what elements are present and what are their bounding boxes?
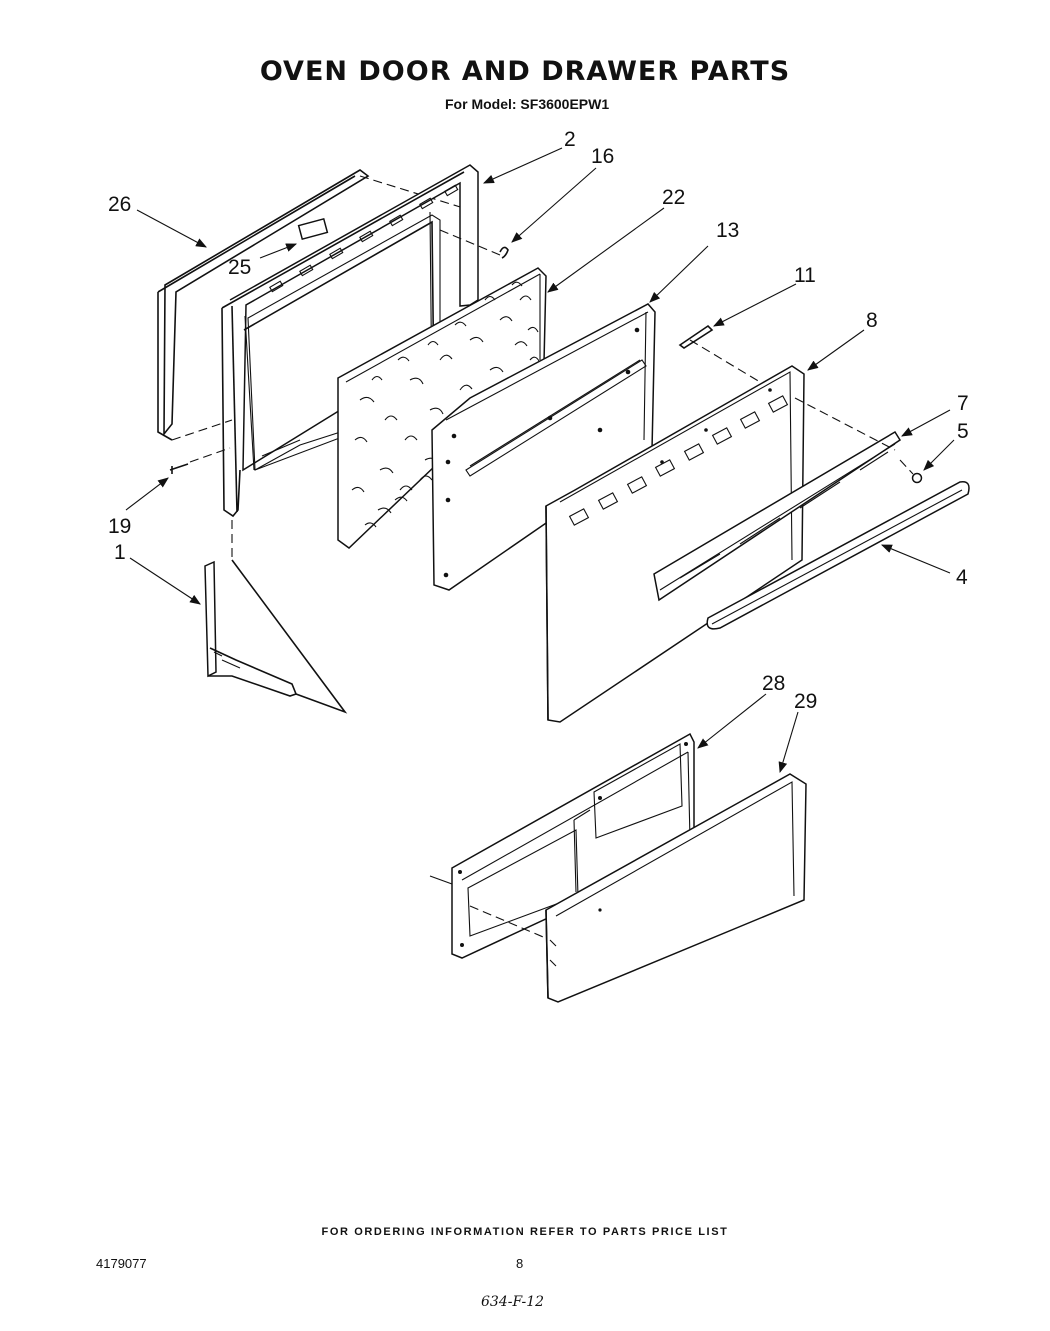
part-19-screw xyxy=(169,447,231,474)
leader-lines xyxy=(125,147,955,774)
model-subtitle: For Model: SF3600EPW1 xyxy=(445,96,610,112)
callout-26: 26 xyxy=(108,193,131,216)
part-5-cap xyxy=(899,459,923,484)
part-2-outer-frame xyxy=(221,164,479,518)
part-11-rod xyxy=(678,324,791,401)
callout-5: 5 xyxy=(957,420,969,443)
part-7-handle-bracket xyxy=(653,397,902,602)
callout-8: 8 xyxy=(866,309,878,332)
page-title: OVEN DOOR AND DRAWER PARTS xyxy=(259,56,791,87)
callout-7: 7 xyxy=(957,392,969,415)
frame-vent-slots xyxy=(269,184,459,293)
callout-labels: 2 16 26 22 13 25 11 8 7 5 19 1 4 28 29 xyxy=(108,128,969,713)
document-number: 4179077 xyxy=(96,1256,147,1271)
part-8-outer-panel xyxy=(545,365,805,723)
part-13-inner-panel xyxy=(431,303,656,591)
callout-2: 2 xyxy=(564,128,576,151)
callout-4: 4 xyxy=(956,566,968,589)
callout-13: 13 xyxy=(716,219,739,242)
callout-28: 28 xyxy=(762,672,785,695)
part-4-handle-tube xyxy=(706,481,970,630)
callout-1: 1 xyxy=(114,541,126,564)
callout-25: 25 xyxy=(228,256,251,279)
part-29-drawer-front xyxy=(545,773,807,1003)
outer-panel-window-slots xyxy=(568,395,789,526)
callout-16: 16 xyxy=(591,145,614,168)
part-16-clip xyxy=(439,229,509,259)
callout-29: 29 xyxy=(794,690,817,713)
callout-19: 19 xyxy=(108,515,131,538)
part-25-label-plate xyxy=(297,217,329,241)
part-26-gasket xyxy=(157,169,471,441)
callout-11: 11 xyxy=(794,264,816,287)
handwritten-code: 634-F-12 xyxy=(481,1294,545,1310)
callout-22: 22 xyxy=(662,186,685,209)
ordering-note: FOR ORDERING INFORMATION REFER TO PARTS … xyxy=(321,1226,729,1238)
page-number: 8 xyxy=(516,1256,524,1271)
part-1-hinge xyxy=(204,520,348,714)
